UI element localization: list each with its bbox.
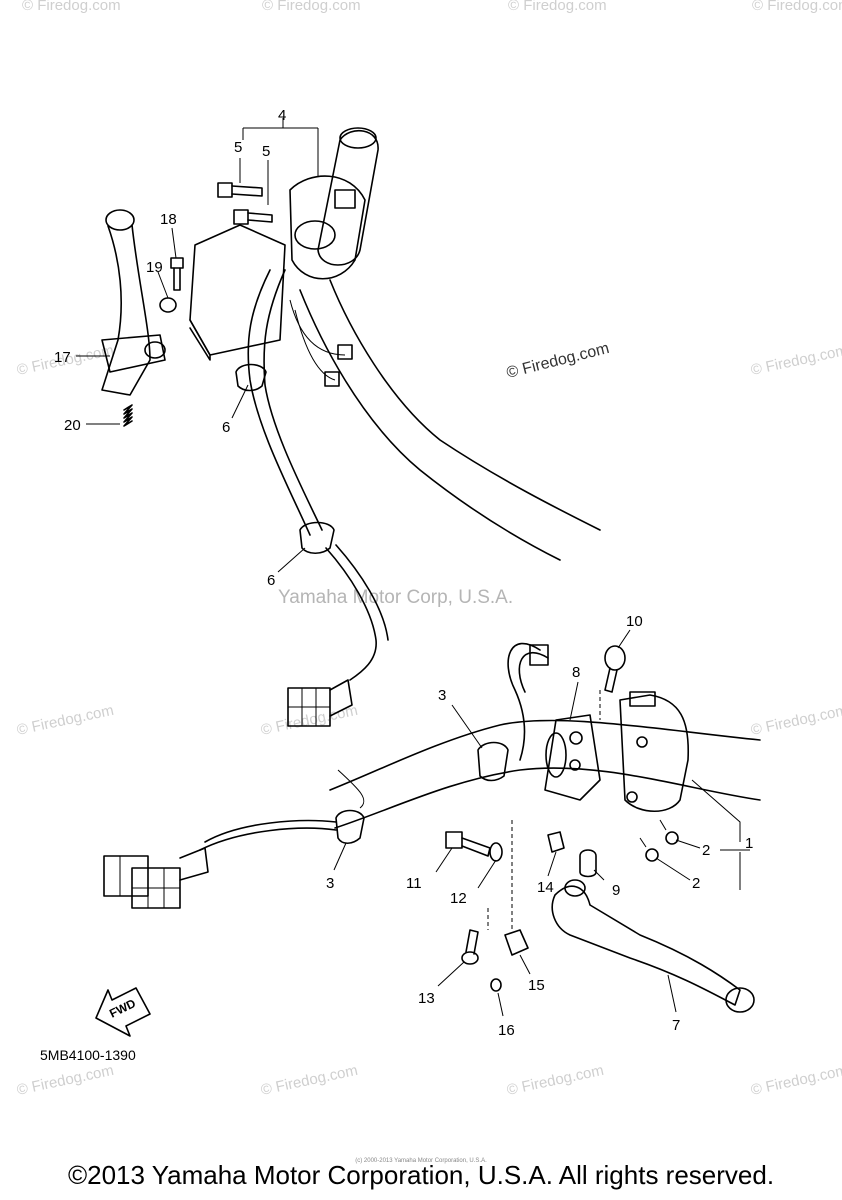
bolt-10 (604, 645, 626, 693)
watermark-firedog: © Firedog.com (749, 1062, 842, 1099)
lever-17 (101, 209, 166, 396)
callout-12: 12 (450, 890, 467, 907)
connector-left (287, 679, 353, 727)
callout-19: 19 (146, 259, 163, 276)
watermark-yamaha: Yamaha Motor Corp, U.S.A. (278, 587, 513, 608)
screw-16 (490, 978, 502, 992)
callout-2: 2 (692, 875, 700, 892)
bolt-5b (233, 209, 273, 225)
bushing-9 (579, 849, 597, 878)
callout-3: 3 (438, 687, 446, 704)
callout-13: 13 (418, 990, 435, 1007)
callout-5: 5 (234, 139, 242, 156)
lever-holder-8 (544, 714, 601, 801)
watermark-firedog: © Firedog.com (262, 0, 361, 14)
callout-6: 6 (267, 572, 275, 589)
washer-12 (489, 842, 503, 862)
callout-14: 14 (537, 879, 554, 896)
nut-14 (547, 831, 565, 853)
switch-housing-1 (619, 691, 690, 812)
watermark-firedog: © Firedog.com (752, 0, 842, 14)
callout-2: 2 (702, 842, 710, 859)
spring-20 (123, 404, 133, 427)
part-code: 5MB4100-1390 (40, 1047, 136, 1063)
callout-9: 9 (612, 882, 620, 899)
connector-right (103, 847, 209, 909)
callout-15: 15 (528, 977, 545, 994)
callout-labels: 1 2 2 3 3 4 5 5 6 6 7 8 9 10 11 12 13 14… (54, 107, 753, 1039)
watermark-firedog: © Firedog.com (508, 0, 607, 14)
callout-6: 6 (222, 419, 230, 436)
watermark-layer: © Firedog.com © Firedog.com © Firedog.co… (15, 0, 842, 1099)
callout-4: 4 (278, 107, 286, 124)
watermark-firedog: © Firedog.com (22, 0, 121, 14)
callout-20: 20 (64, 417, 81, 434)
callout-11: 11 (406, 875, 422, 892)
callout-18: 18 (160, 211, 177, 228)
screw-2a (659, 819, 679, 845)
callout-1: 1 (745, 835, 753, 852)
switch-15 (504, 929, 529, 956)
screw-13 (461, 929, 479, 965)
watermark-firedog: © Firedog.com (259, 1062, 359, 1099)
fwd-arrow-icon: FWD (95, 987, 151, 1037)
callout-17: 17 (54, 349, 71, 366)
watermark-firedog: © Firedog.com (15, 702, 115, 739)
leader-lines (76, 118, 750, 1017)
watermark-firedog: © Firedog.com (505, 1062, 605, 1099)
bolt-11 (445, 831, 491, 857)
nut-19 (159, 297, 177, 313)
left-handlebar-assembly (101, 127, 601, 727)
callout-7: 7 (672, 1017, 680, 1034)
callout-3: 3 (326, 875, 334, 892)
callout-10: 10 (626, 613, 643, 630)
callout-5: 5 (262, 143, 270, 160)
watermark-firedog-inline: © Firedog.com (505, 340, 611, 382)
bolt-18 (170, 257, 184, 291)
copyright-notice: ©2013 Yamaha Motor Corporation, U.S.A. A… (67, 1160, 775, 1190)
watermark-firedog: © Firedog.com (749, 342, 842, 379)
watermark-firedog: © Firedog.com (749, 702, 842, 739)
lever-7 (551, 879, 755, 1013)
bolt-5a (217, 182, 263, 198)
callout-8: 8 (572, 664, 580, 681)
watermark-firedog: © Firedog.com (15, 1062, 115, 1099)
tiny-credit: (c) 2000-2013 Yamaha Motor Corporation, … (355, 1158, 487, 1164)
right-handlebar-assembly (103, 642, 761, 1013)
callout-16: 16 (498, 1022, 515, 1039)
screw-2b (639, 837, 659, 862)
